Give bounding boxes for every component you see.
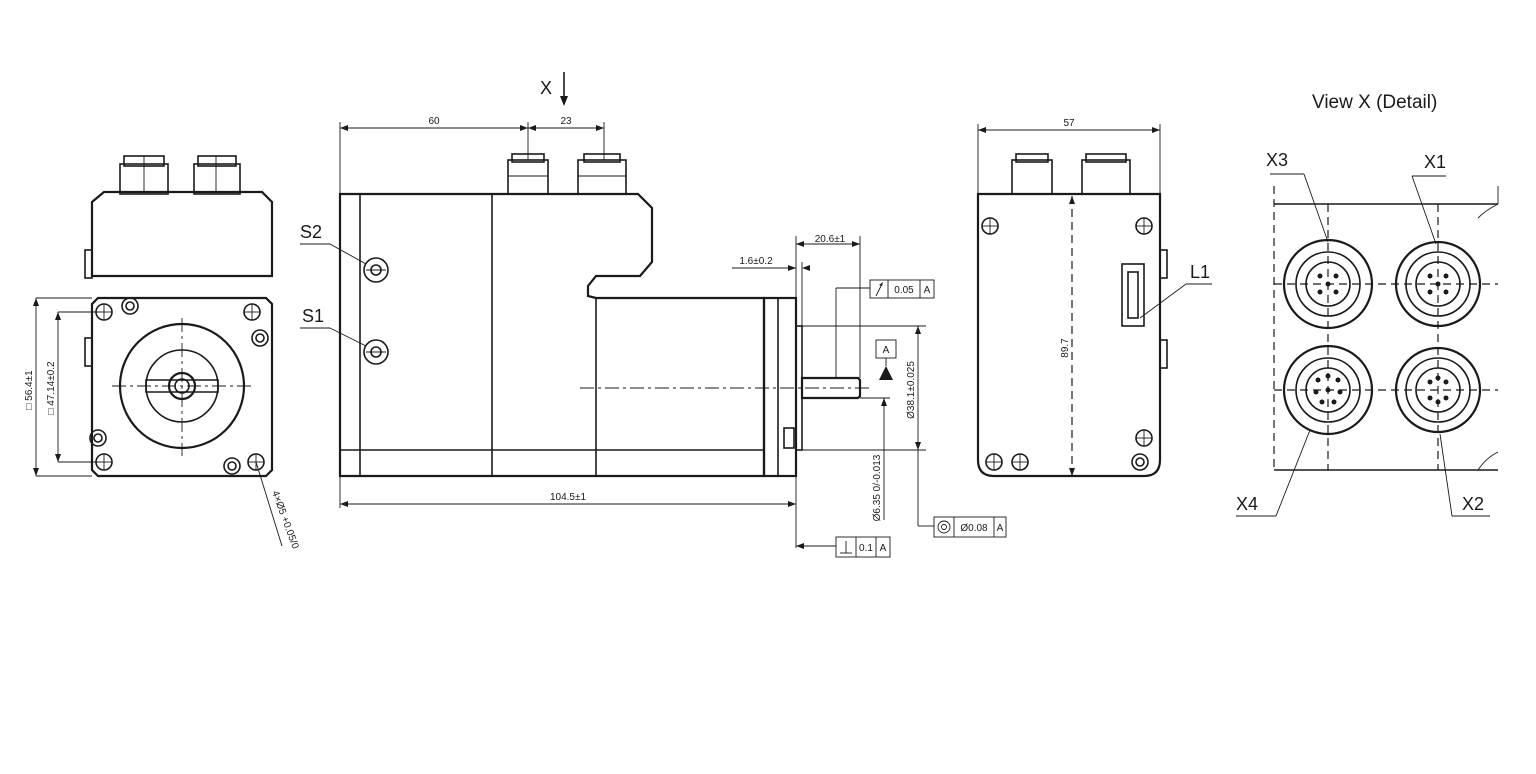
dim-rear-height: 89.7 [1060,338,1071,358]
x2-connector [1394,346,1482,434]
x2-label: X2 [1462,494,1484,514]
side-view: X 60 23 S2 S1 [300,72,1007,558]
concentricity-datum: A [997,523,1004,534]
x4-label: X4 [1236,494,1258,514]
runout-value: 0.05 [894,285,914,296]
dim-total-length: 104.5±1 [550,492,587,503]
concentricity-icon [937,520,951,534]
front-connector-left [119,155,169,195]
s1-label: S1 [302,306,324,326]
x1-connector [1394,240,1482,328]
rear-view: 57 L1 89.7 [976,118,1212,478]
view-x-arrow-label: X [540,78,552,98]
concentricity-value: Ø0.08 [960,523,988,534]
datum-triangle-icon [879,366,893,380]
runout-arrow-icon [875,282,883,297]
dim-shaft-length: 20.6±1 [815,234,846,245]
dim-square-outer: □ 56.4±1 [24,370,35,410]
x1-label: X1 [1424,152,1446,172]
dim-flange-thickness: 1.6±0.2 [739,256,773,267]
x3-label: X3 [1266,150,1288,170]
perpendicularity-icon [840,541,852,554]
dim-pilot-diameter: Ø38.1±0.025 [906,361,917,419]
dim-side-top-left: 60 [428,116,440,127]
perpendicularity-datum: A [880,543,887,554]
l1-status-led [1121,263,1145,327]
dim-rear-width: 57 [1063,118,1075,129]
l1-label: L1 [1190,262,1210,282]
x3-connector [1282,238,1374,330]
s2-label: S2 [300,222,322,242]
front-connector-right [193,155,241,195]
view-x-detail: View X (Detail) X3 X1 X4 [1236,92,1499,517]
x4-connector [1282,344,1374,436]
dim-square-inner: □ 47.14±0.2 [46,361,57,415]
view-x-title: View X (Detail) [1312,92,1437,113]
dim-side-top-right: 23 [560,116,572,127]
runout-datum: A [924,285,931,296]
front-view: □ 56.4±1 □ 47.14±0.2 4×Ø5 +0.05/0 [24,155,301,551]
dim-shaft-diameter: Ø6.35 0/-0.013 [872,454,883,521]
datum-label: A [883,345,890,356]
perpendicularity-value: 0.1 [859,543,873,554]
